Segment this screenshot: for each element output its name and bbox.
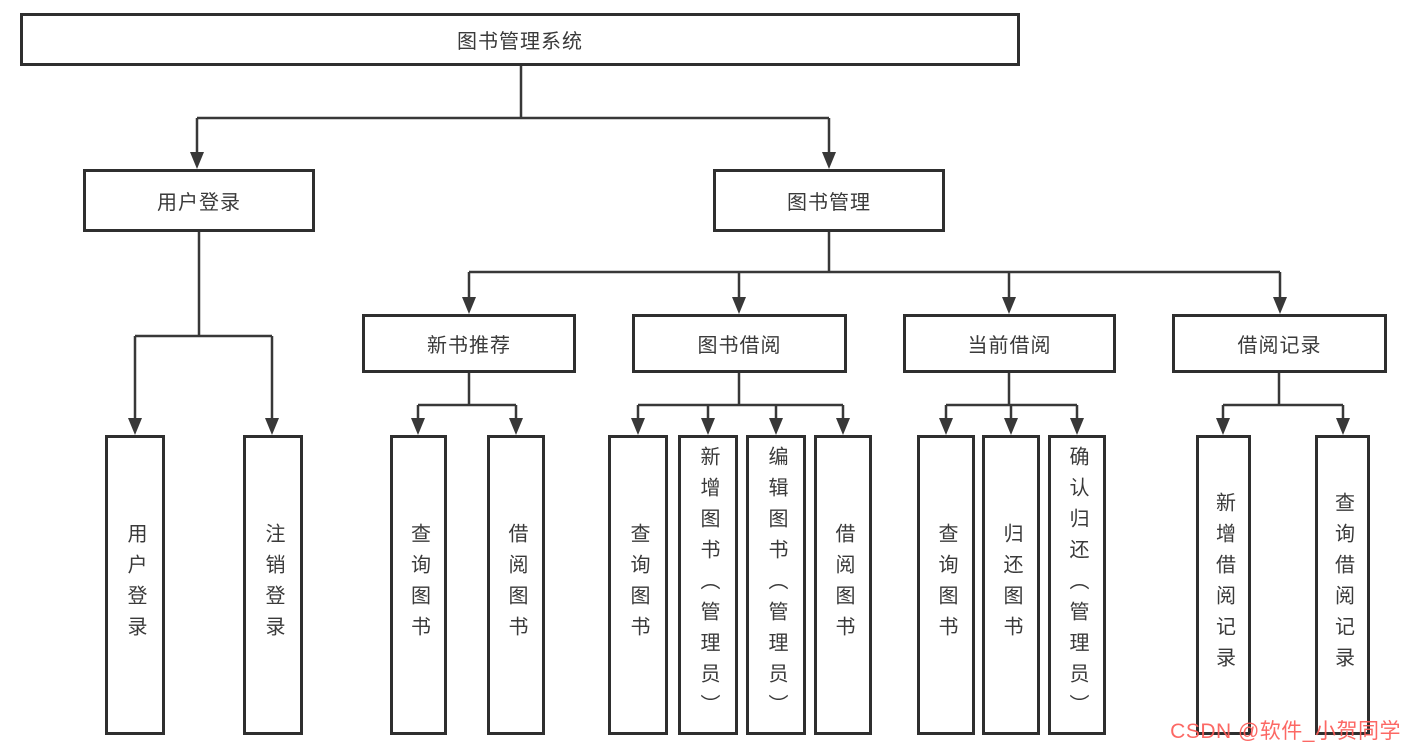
node-root: 图书管理系统 [20, 13, 1020, 66]
leaf-borrow-borrow-books-label: 借阅图书 [832, 523, 854, 647]
node-new-book-recommend-label: 新书推荐 [427, 335, 511, 357]
leaf-borrow-edit-books-label: 编辑图书（管理员） [765, 445, 787, 725]
node-book-borrow-label: 图书借阅 [697, 335, 782, 357]
leaf-borrow-query-books: 查询图书 [608, 435, 668, 735]
node-current-borrow-label: 当前借阅 [967, 335, 1052, 357]
node-current-borrow: 当前借阅 [903, 314, 1116, 373]
node-borrow-records: 借阅记录 [1172, 314, 1387, 373]
leaf-records-add-record: 新增借阅记录 [1196, 435, 1251, 735]
leaf-user-login: 用户登录 [105, 435, 165, 735]
leaf-recommend-borrow-books-label: 借阅图书 [505, 523, 527, 647]
leaf-borrow-query-books-label: 查询图书 [627, 523, 649, 647]
node-user-login-branch: 用户登录 [83, 169, 315, 232]
node-user-login-branch-label: 用户登录 [157, 192, 241, 214]
leaf-current-return-books: 归还图书 [982, 435, 1040, 735]
watermark: CSDN @软件_小贺同学 [1170, 720, 1401, 743]
leaf-borrow-add-books: 新增图书（管理员） [678, 435, 738, 735]
node-root-label: 图书管理系统 [457, 31, 583, 53]
connector-paths [133, 66, 1345, 422]
leaf-records-query-record-label: 查询借阅记录 [1331, 492, 1354, 678]
leaf-records-add-record-label: 新增借阅记录 [1212, 492, 1235, 678]
leaf-current-query-books-label: 查询图书 [935, 523, 957, 647]
leaf-logout: 注销登录 [243, 435, 303, 735]
leaf-borrow-edit-books: 编辑图书（管理员） [746, 435, 806, 735]
leaf-current-confirm-return-label: 确认归还（管理员） [1066, 445, 1088, 725]
leaf-recommend-query-books: 查询图书 [390, 435, 447, 735]
leaf-current-return-books-label: 归还图书 [1000, 523, 1022, 647]
leaf-borrow-borrow-books: 借阅图书 [814, 435, 872, 735]
node-book-borrow: 图书借阅 [632, 314, 847, 373]
leaf-recommend-query-books-label: 查询图书 [407, 523, 430, 647]
leaf-user-login-label: 用户登录 [124, 523, 146, 647]
leaf-borrow-add-books-label: 新增图书（管理员） [697, 445, 719, 725]
node-book-management-label: 图书管理 [787, 192, 871, 214]
leaf-current-query-books: 查询图书 [917, 435, 975, 735]
leaf-current-confirm-return: 确认归还（管理员） [1048, 435, 1106, 735]
leaf-recommend-borrow-books: 借阅图书 [487, 435, 545, 735]
node-borrow-records-label: 借阅记录 [1237, 335, 1322, 357]
leaf-logout-label: 注销登录 [262, 523, 284, 647]
node-book-management: 图书管理 [713, 169, 945, 232]
node-new-book-recommend: 新书推荐 [362, 314, 576, 373]
leaf-records-query-record: 查询借阅记录 [1315, 435, 1370, 735]
